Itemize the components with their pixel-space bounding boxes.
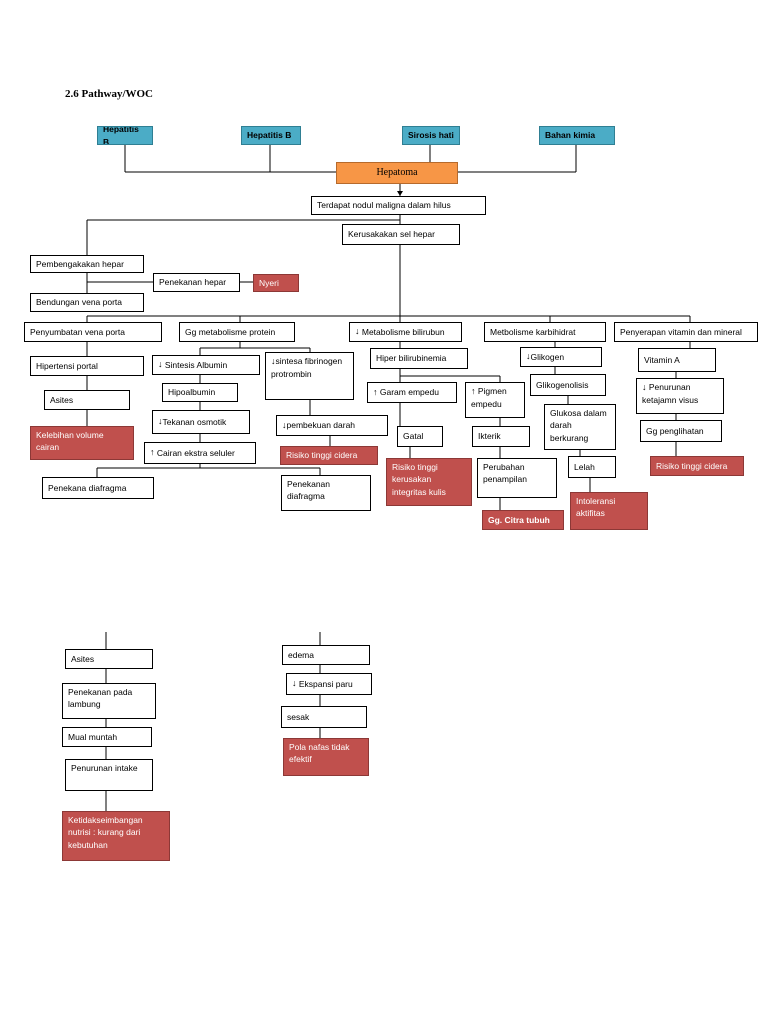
page-title: 2.6 Pathway/WOC xyxy=(65,88,153,100)
node-label: Glikogen xyxy=(530,351,565,362)
node-label: Metabolisme bilirubun xyxy=(361,326,445,337)
diagnosis-risiko-tinggi-cidera-2: Risiko tinggi cidera xyxy=(650,456,744,476)
node-penyerapan-vitamin: Penyerapan vitamin dan mineral xyxy=(614,322,758,342)
node-perubahan-penampilan: Perubahan penampilan xyxy=(477,458,557,498)
node-penekanan-hepar: Penekanan hepar xyxy=(153,273,240,292)
node-pembekuan-darah: ↓pembekuan darah xyxy=(276,415,388,436)
diagnosis-intoleransi-aktifitas: Intoleransi aktifitas xyxy=(570,492,648,530)
node-metabolisme-karbohidrat: Metbolisme karbihidrat xyxy=(484,322,606,342)
node-hiper-bilirubinemia: Hiper bilirubinemia xyxy=(370,348,468,369)
node-penurunan-intake: Penurunan intake xyxy=(65,759,153,791)
node-penyumbatan-vena-porta: Penyumbatan vena porta xyxy=(24,322,162,342)
node-lelah: Lelah xyxy=(568,456,616,478)
node-garam-empedu: ↑ Garam empedu xyxy=(367,382,457,403)
diagnosis-nyeri: Nyeri xyxy=(253,274,299,292)
up-arrow-icon: ↑ xyxy=(471,386,476,396)
node-asites-bottom: Asites xyxy=(65,649,153,669)
node-glukosa-berkurang: Glukosa dalam darah berkurang xyxy=(544,404,616,450)
diagnosis-gg-citra-tubuh: Gg. Citra tubuh xyxy=(482,510,564,530)
node-mual-muntah: Mual muntah xyxy=(62,727,152,747)
node-vitamin-a: Vitamin A xyxy=(638,348,716,372)
down-arrow-icon: ↓ xyxy=(282,419,287,430)
diagnosis-kelebihan-volume-cairan: Kelebihan volume cairan xyxy=(30,426,134,460)
down-arrow-icon: ↓ xyxy=(355,326,360,337)
down-arrow-icon: ↓ xyxy=(158,416,163,427)
node-penekanan-lambung: Penekanan pada lambung xyxy=(62,683,156,719)
node-label: Cairan ekstra seluler xyxy=(156,447,235,458)
node-label: sintesa fibrinogen protrombin xyxy=(271,356,343,380)
node-kerusakan-sel: Kerusakakan sel hepar xyxy=(342,224,460,245)
node-metabolisme-bilirubin: ↓ Metabolisme bilirubun xyxy=(349,322,462,342)
node-bendungan-vena-porta: Bendungan vena porta xyxy=(30,293,144,312)
up-arrow-icon: ↑ xyxy=(150,447,155,458)
node-glikogen: ↓Glikogen xyxy=(520,347,602,367)
node-hipoalbumin: Hipoalbumin xyxy=(162,383,238,402)
down-arrow-icon: ↓ xyxy=(526,351,531,362)
node-ekspansi-paru: ↓ Ekspansi paru xyxy=(286,673,372,695)
node-asites-top: Asites xyxy=(44,390,130,410)
node-label: Tekanan osmotik xyxy=(162,416,227,427)
diagnosis-risiko-tinggi-cidera-1: Risiko tinggi cidera xyxy=(280,446,378,465)
node-label: Sintesis Albumin xyxy=(164,359,228,370)
node-gatal: Gatal xyxy=(397,426,443,447)
diagnosis-ketidakseimbangan-nutrisi: Ketidakseimbangan nutrisi : kurang dari … xyxy=(62,811,170,861)
node-penurunan-ketajaman-visus: ↓ Penurunan ketajamn visus xyxy=(636,378,724,414)
node-gg-penglihatan: Gg penglihatan xyxy=(640,420,722,442)
down-arrow-icon: ↓ xyxy=(292,678,297,689)
node-sintesa-fibrinogen: ↓sintesa fibrinogen protrombin xyxy=(265,352,354,400)
cause-hepatitis-b-1: Hepatitis B xyxy=(97,126,153,145)
node-tekanan-osmotik: ↓Tekanan osmotik xyxy=(152,410,250,434)
node-hipertensi-portal: Hipertensi portal xyxy=(30,356,144,376)
node-penekana-diafragma: Penekana diafragma xyxy=(42,477,154,499)
down-arrow-icon: ↓ xyxy=(158,359,163,370)
cause-sirosis-hati: Sirosis hati xyxy=(402,126,460,145)
node-gg-metabolisme-protein: Gg metabolisme protein xyxy=(179,322,295,342)
node-glikogenolisis: Glikogenolisis xyxy=(530,374,606,396)
cause-bahan-kimia: Bahan kimia xyxy=(539,126,615,145)
node-label: Pigmen empedu xyxy=(471,386,507,410)
node-label: Penurunan ketajamn visus xyxy=(642,382,699,406)
node-penekanan-diafragma-2: Penekanan diafragma xyxy=(281,475,371,511)
node-label: pembekuan darah xyxy=(286,420,356,431)
node-label: Ekspansi paru xyxy=(298,678,353,689)
cause-hepatitis-b-2: Hepatitis B xyxy=(241,126,301,145)
node-cairan-ekstra-seluler: ↑ Cairan ekstra seluler xyxy=(144,442,256,464)
node-sesak: sesak xyxy=(281,706,367,728)
hepatoma-node: Hepatoma xyxy=(336,162,458,184)
up-arrow-icon: ↑ xyxy=(373,386,378,397)
node-nodul-maligna: Terdapat nodul maligna dalam hilus xyxy=(311,196,486,215)
diagnosis-pola-nafas-tidak-efektif: Pola nafas tidak efektif xyxy=(283,738,369,776)
down-arrow-icon: ↓ xyxy=(642,382,647,392)
node-sintesis-albumin: ↓ Sintesis Albumin xyxy=(152,355,260,375)
node-label: Garam empedu xyxy=(379,387,439,398)
down-arrow-icon: ↓ xyxy=(271,356,276,366)
node-pigmen-empedu: ↑ Pigmen empedu xyxy=(465,382,525,418)
node-ikterik: Ikterik xyxy=(472,426,530,447)
node-edema: edema xyxy=(282,645,370,665)
diagnosis-risiko-integritas-kulit: Risiko tinggi kerusakan integritas kulis xyxy=(386,458,472,506)
node-pembengkakan-hepar: Pembengakakan hepar xyxy=(30,255,144,273)
